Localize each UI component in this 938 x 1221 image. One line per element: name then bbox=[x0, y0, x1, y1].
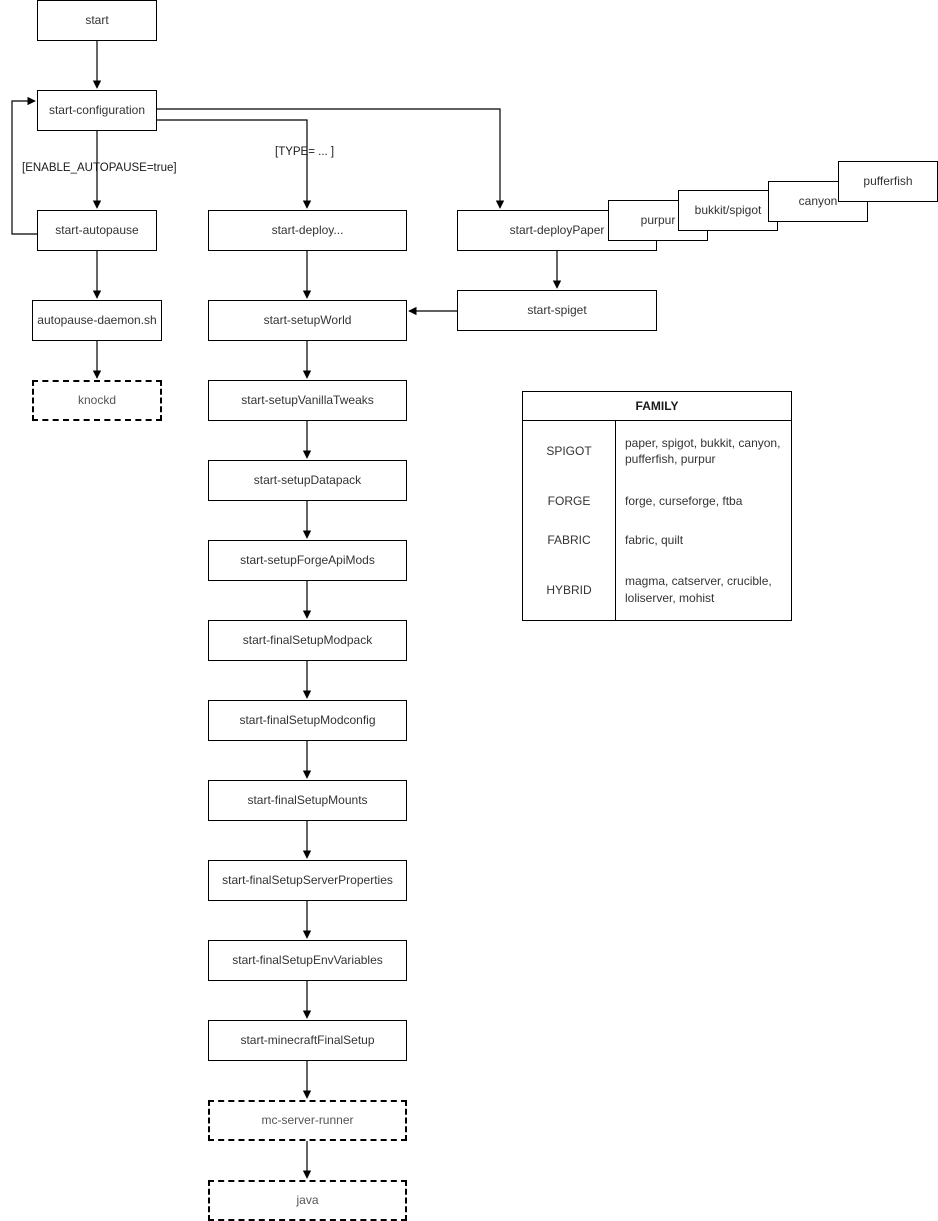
node-label: start-deployPaper bbox=[509, 223, 605, 237]
node-label: start-setupVanillaTweaks bbox=[241, 393, 374, 407]
node-label: start-configuration bbox=[48, 103, 146, 117]
edge-label-type: [TYPE= ... ] bbox=[275, 146, 335, 158]
node-start-configuration[interactable]: start-configuration bbox=[37, 90, 157, 131]
node-label: start-setupDatapack bbox=[253, 473, 362, 487]
node-label: pufferfish bbox=[863, 174, 913, 188]
family-row: FORGE forge, curseforge, ftba bbox=[523, 481, 791, 521]
family-legend: FAMILY SPIGOT paper, spigot, bukkit, cany… bbox=[522, 391, 792, 621]
node-label: start-spiget bbox=[527, 303, 587, 317]
node-start[interactable]: start bbox=[37, 0, 157, 41]
edge-configuration-to-deploy bbox=[157, 119, 312, 209]
family-key: SPIGOT bbox=[523, 420, 616, 482]
edge-label-enable-autopause: [ENABLE_AUTOPAUSE=true] bbox=[22, 162, 177, 174]
family-row: SPIGOT paper, spigot, bukkit, canyon, puf… bbox=[523, 420, 791, 482]
node-start-deploy[interactable]: start-deploy... bbox=[208, 210, 407, 251]
node-start-setupForgeApiMods[interactable]: start-setupForgeApiMods bbox=[208, 540, 407, 581]
node-start-finalSetupServerProperties[interactable]: start-finalSetupServerProperties bbox=[208, 860, 407, 901]
node-label: autopause-daemon.sh bbox=[37, 313, 157, 327]
family-header-row: FAMILY bbox=[523, 392, 791, 421]
node-label: start-finalSetupModpack bbox=[242, 633, 373, 647]
node-label: start-finalSetupMounts bbox=[247, 793, 368, 807]
node-start-setupWorld[interactable]: start-setupWorld bbox=[208, 300, 407, 341]
node-label: mc-server-runner bbox=[261, 1113, 354, 1127]
node-bukkit-spigot[interactable]: bukkit/spigot bbox=[678, 190, 778, 231]
family-table-head: FAMILY bbox=[523, 392, 791, 421]
node-label: bukkit/spigot bbox=[694, 203, 762, 217]
node-label: start-minecraftFinalSetup bbox=[240, 1033, 375, 1047]
node-label: start-setupWorld bbox=[263, 313, 352, 327]
family-row: FABRIC fabric, quilt bbox=[523, 520, 791, 560]
node-label: canyon bbox=[798, 194, 838, 208]
node-label: start-finalSetupEnvVariables bbox=[232, 953, 383, 967]
family-table: FAMILY SPIGOT paper, spigot, bukkit, cany… bbox=[523, 392, 791, 620]
node-start-spiget[interactable]: start-spiget bbox=[457, 290, 657, 331]
family-value: paper, spigot, bukkit, canyon, pufferfis… bbox=[625, 436, 781, 467]
family-key: HYBRID bbox=[523, 559, 616, 620]
family-title: FAMILY bbox=[523, 392, 791, 421]
family-value: fabric, quilt bbox=[625, 532, 684, 547]
node-pufferfish[interactable]: pufferfish bbox=[838, 161, 938, 202]
node-label: purpur bbox=[640, 213, 676, 227]
node-java[interactable]: java bbox=[208, 1180, 407, 1221]
node-label: start-autopause bbox=[55, 223, 139, 237]
node-mc-server-runner[interactable]: mc-server-runner bbox=[208, 1100, 407, 1141]
family-table-body: SPIGOT paper, spigot, bukkit, canyon, puf… bbox=[523, 420, 791, 620]
node-label: knockd bbox=[77, 393, 117, 407]
node-label: start bbox=[85, 13, 109, 27]
family-row: HYBRID magma, catserver, crucible, lolise… bbox=[523, 559, 791, 620]
node-label: start-setupForgeApiMods bbox=[240, 553, 375, 567]
node-label: start-finalSetupModconfig bbox=[239, 713, 376, 727]
family-key: FABRIC bbox=[523, 520, 616, 560]
node-autopause-daemon[interactable]: autopause-daemon.sh bbox=[32, 300, 162, 341]
node-label: start-finalSetupServerProperties bbox=[222, 873, 393, 887]
node-start-setupDatapack[interactable]: start-setupDatapack bbox=[208, 460, 407, 501]
node-start-autopause[interactable]: start-autopause bbox=[37, 210, 157, 251]
node-label: java bbox=[296, 1193, 319, 1207]
node-start-finalSetupMounts[interactable]: start-finalSetupMounts bbox=[208, 780, 407, 821]
node-start-finalSetupEnvVariables[interactable]: start-finalSetupEnvVariables bbox=[208, 940, 407, 981]
node-start-minecraftFinalSetup[interactable]: start-minecraftFinalSetup bbox=[208, 1020, 407, 1061]
node-knockd[interactable]: knockd bbox=[32, 380, 162, 421]
edge-configuration-to-deploypaper bbox=[157, 108, 505, 209]
node-label: start-deploy... bbox=[271, 223, 344, 237]
node-start-setupVanillaTweaks[interactable]: start-setupVanillaTweaks bbox=[208, 380, 407, 421]
family-key: FORGE bbox=[523, 481, 616, 521]
node-start-finalSetupModpack[interactable]: start-finalSetupModpack bbox=[208, 620, 407, 661]
family-value: magma, catserver, crucible, loliserver, … bbox=[625, 574, 772, 605]
family-value: forge, curseforge, ftba bbox=[625, 494, 743, 509]
node-start-finalSetupModconfig[interactable]: start-finalSetupModconfig bbox=[208, 700, 407, 741]
